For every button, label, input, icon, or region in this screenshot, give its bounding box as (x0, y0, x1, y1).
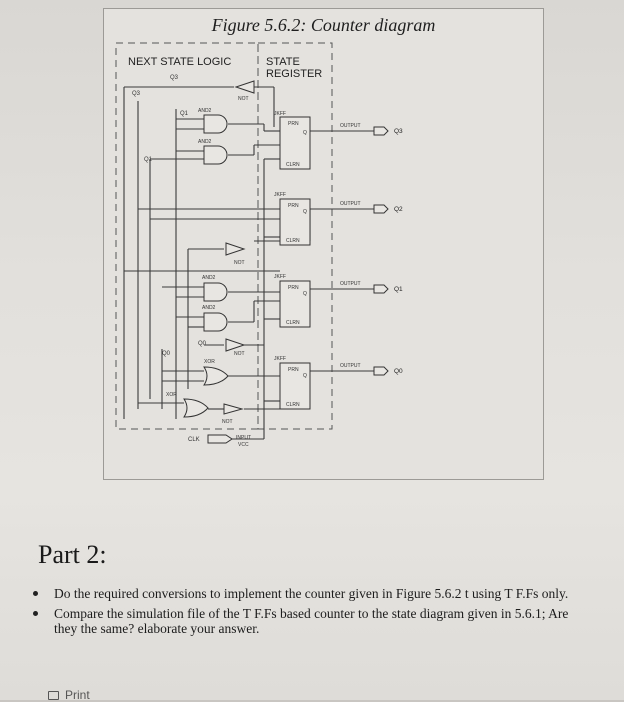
label-q3-left: Q3 (132, 91, 141, 97)
not-gate-1-label: NOT (238, 96, 249, 102)
and-gate-2 (203, 145, 228, 165)
label-state-register-1: STATE (266, 56, 300, 68)
instruction-item-2: Compare the simulation file of the T F.F… (30, 606, 575, 636)
output-label-q2: Q2 (394, 206, 403, 213)
figure-frame: Figure 5.6.2: Counter diagram NEXT STATE… (103, 8, 544, 480)
not-gate-4-label: NOT (222, 419, 233, 425)
output-pin-q1 (373, 284, 389, 294)
ff-q0-prn: PRN (288, 367, 299, 373)
part-title: Part 2: (38, 540, 107, 569)
output-tag-q3: OUTPUT (340, 123, 361, 129)
ff-q2-q: Q (303, 209, 307, 215)
label-q1-top: Q1 (180, 111, 189, 117)
ff-q0-clrn: CLRN (286, 402, 300, 408)
instruction-list: Do the required conversions to implement… (30, 586, 575, 641)
clk-label: CLK (188, 437, 200, 443)
ff-q2-name: JKFF (274, 192, 286, 198)
ff-q0-q: Q (303, 373, 307, 379)
ff-q3-prn: PRN (288, 121, 299, 127)
output-tag-q2: OUTPUT (340, 201, 361, 207)
output-tag-q0: OUTPUT (340, 363, 361, 369)
not-gate-2 (225, 242, 246, 256)
and-gate-4 (203, 312, 228, 332)
output-tag-q1: OUTPUT (340, 281, 361, 287)
output-pins (373, 126, 389, 376)
label-q0-mid: Q0 (198, 341, 207, 347)
flip-flop-q2 (279, 198, 311, 246)
ff-q1-clrn: CLRN (286, 320, 300, 326)
clk-vcc-tag: VCC (238, 442, 249, 448)
and-gate-1 (203, 114, 228, 134)
not-gate-2-label: NOT (234, 260, 245, 266)
xor-gate-2 (183, 398, 209, 418)
not-gate-4 (223, 403, 244, 415)
region-borders (115, 42, 333, 430)
not-gates (223, 80, 255, 415)
not-gate-3 (225, 338, 246, 352)
output-pin-q2 (373, 204, 389, 214)
instruction-item-1: Do the required conversions to implement… (30, 586, 575, 601)
output-pin-q0 (373, 366, 389, 376)
not-gate-1 (234, 80, 255, 94)
xor-gate-1-label: XOR (204, 359, 215, 365)
printer-icon (48, 691, 59, 700)
label-q0-left: Q0 (162, 351, 171, 357)
ff-q3-q: Q (303, 130, 307, 136)
output-label-q3: Q3 (394, 128, 403, 135)
jk-flip-flops (279, 116, 311, 410)
print-label: Print (65, 688, 90, 702)
and-gates (203, 114, 228, 332)
ff-q2-prn: PRN (288, 203, 299, 209)
output-label-q1: Q1 (394, 286, 403, 293)
wires (123, 86, 374, 440)
ff-q1-q: Q (303, 291, 307, 297)
xor-gate-1 (203, 366, 229, 386)
ff-q0-name: JKFF (274, 356, 286, 362)
ff-q1-name: JKFF (274, 274, 286, 280)
flip-flop-q1 (279, 280, 311, 328)
output-pin-q3 (373, 126, 389, 136)
clk-input-tag: INPUT (236, 435, 251, 441)
output-label-q0: Q0 (394, 368, 403, 375)
ff-q2-clrn: CLRN (286, 238, 300, 244)
label-next-state-logic: NEXT STATE LOGIC (128, 56, 231, 68)
ff-q1-prn: PRN (288, 285, 299, 291)
and-gate-3 (203, 282, 228, 302)
and-gate-3-label: AND2 (202, 275, 216, 281)
flip-flop-q0 (279, 362, 311, 410)
label-q3-top: Q3 (170, 75, 179, 81)
and-gate-2-label: AND2 (198, 139, 212, 145)
clk-input-pin (207, 434, 233, 444)
label-q1-left: Q1 (144, 157, 153, 163)
flip-flop-q3 (279, 116, 311, 170)
not-gate-3-label: NOT (234, 351, 245, 357)
xor-gate-2-label: XOR (166, 392, 177, 398)
and-gate-1-label: AND2 (198, 108, 212, 114)
and-gate-4-label: AND2 (202, 305, 216, 311)
label-state-register-2: REGISTER (266, 68, 322, 80)
ff-q3-name: JKFF (274, 111, 286, 117)
ff-q3-clrn: CLRN (286, 162, 300, 168)
xor-gates (183, 366, 229, 418)
counter-diagram: NEXT STATE LOGIC STATE REGISTER Q3 Q3 Q1… (115, 42, 403, 448)
figure-title: Figure 5.6.2: Counter diagram (211, 15, 436, 35)
